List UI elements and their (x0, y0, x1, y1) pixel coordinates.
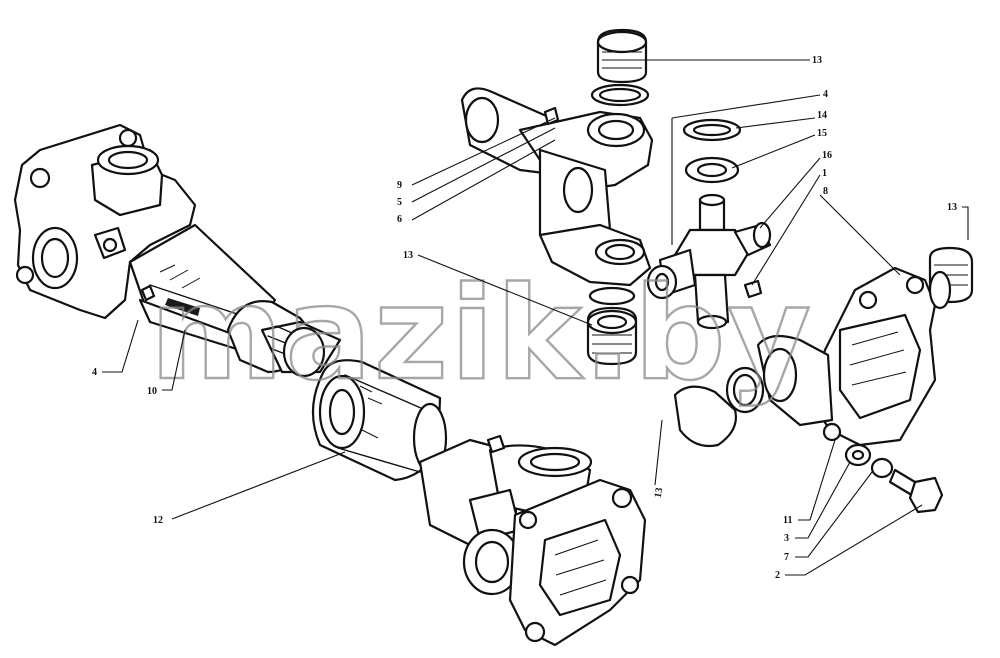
callout-4-left: 4 (92, 367, 97, 378)
callout-10: 10 (147, 386, 157, 397)
callout-1: 1 (822, 168, 827, 179)
universal-joint-cross (646, 118, 772, 330)
callout-6: 6 (397, 214, 402, 225)
callout-8: 8 (823, 186, 828, 197)
bearing-cap-top (590, 28, 650, 107)
splined-shaft (226, 300, 342, 378)
callout-7: 7 (784, 552, 789, 563)
callout-4-right: 4 (823, 89, 828, 100)
upper-yoke (460, 87, 654, 287)
callout-labels: 13 4 14 15 16 1 8 13 9 5 6 13 4 10 13 12… (92, 55, 957, 581)
callout-2: 2 (775, 570, 780, 581)
callout-9: 9 (397, 180, 402, 191)
bearing-cap-middle (586, 286, 638, 366)
callout-15: 15 (817, 128, 827, 139)
callout-11: 11 (783, 515, 792, 526)
callout-13-low: 13 (653, 487, 666, 499)
callout-5: 5 (397, 197, 402, 208)
bearing-cap-lower (673, 366, 765, 448)
bottom-flange-yoke (418, 434, 647, 647)
left-flange-yoke (13, 123, 277, 352)
callout-3: 3 (784, 533, 789, 544)
watermark-text: mazik.by (150, 260, 813, 409)
bolt-and-washers (844, 443, 944, 514)
callout-13-mid: 13 (403, 250, 413, 261)
right-flange-yoke (756, 246, 974, 447)
callout-13-right: 13 (947, 202, 957, 213)
leader-lines (102, 59, 969, 576)
callout-12: 12 (153, 515, 163, 526)
callout-13-top: 13 (812, 55, 822, 66)
callout-16: 16 (822, 150, 832, 161)
callout-14: 14 (817, 110, 827, 121)
